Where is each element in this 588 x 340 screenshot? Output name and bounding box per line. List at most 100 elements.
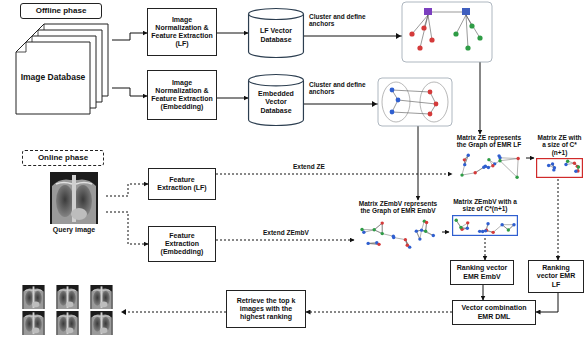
node-text: Feature Extraction (LF) — [152, 176, 212, 192]
drawing-part — [462, 8, 470, 15]
xray-picture — [50, 172, 98, 224]
drawing-part — [90, 285, 112, 309]
graph-network — [536, 158, 583, 178]
drawing-part — [466, 15, 468, 48]
drawing-part — [453, 23, 482, 50]
connector — [442, 232, 449, 233]
graph-vertex — [500, 223, 503, 226]
graph-vertex — [392, 234, 395, 237]
phase-label: Offline phase — [20, 3, 102, 19]
drawing-part — [396, 98, 401, 103]
cylinder-body — [249, 14, 304, 58]
drawing-part — [56, 311, 78, 335]
node-text: Image Normalization & Feature Extraction… — [151, 79, 213, 111]
graph-vertex — [498, 159, 501, 162]
connector — [216, 240, 354, 241]
graph-vertex — [574, 170, 577, 173]
page-stack — [12, 24, 112, 116]
graph-link — [382, 234, 393, 237]
connector — [112, 33, 147, 40]
drawing-part — [22, 311, 44, 335]
connector — [217, 33, 248, 34]
drawing-part — [390, 110, 395, 115]
node-text: Embedded Vector Database — [251, 90, 301, 114]
graph-vertex — [512, 223, 515, 226]
edge-label: Extend ZEmbV — [262, 229, 310, 236]
graph-link — [500, 158, 518, 160]
edge-label: Extend ZE — [292, 163, 326, 170]
graph-vertex — [552, 169, 555, 172]
drawing-part — [56, 285, 78, 309]
graph-vertex — [467, 153, 470, 156]
drawing-part — [420, 15, 428, 48]
cluster-graph-lf — [396, 2, 492, 62]
cylinder-top — [249, 75, 304, 86]
graph-vertex — [498, 156, 501, 159]
graph-vertex — [515, 176, 518, 179]
page-fold — [16, 42, 26, 52]
node-text: Online phase — [38, 153, 88, 162]
drawing-part — [392, 90, 436, 114]
edge-label: Cluster and define anchors — [308, 13, 382, 28]
drawing-part — [465, 45, 470, 50]
cylinder-body — [249, 80, 304, 125]
connector — [106, 212, 148, 244]
graph-vertex — [415, 229, 418, 232]
graph-vertex — [491, 164, 494, 167]
graph-link — [394, 237, 406, 239]
drawing-part — [409, 31, 414, 36]
node-text: Query image — [53, 226, 95, 234]
drawing-part — [121, 309, 126, 315]
node-text: LF Vector Database — [251, 27, 301, 43]
xray-image — [50, 172, 98, 224]
graph-vertex — [466, 221, 469, 224]
graph-vertex — [478, 230, 481, 233]
graph-vertex — [564, 163, 567, 166]
graph-network — [452, 215, 518, 236]
node-text: Image Normalization & Feature Extraction… — [151, 16, 213, 48]
drawing-part — [434, 102, 439, 107]
drawing-part — [378, 78, 452, 126]
graph-link — [502, 224, 514, 225]
drawing-part — [398, 100, 436, 104]
database-cylinder: Embedded Vector Database — [248, 74, 304, 126]
drawing-part — [372, 101, 377, 107]
cylinder-top — [249, 9, 304, 20]
node-text: Feature Extraction (Embedding) — [152, 232, 212, 256]
drawing-part — [409, 25, 434, 50]
graph-vertex — [507, 228, 510, 231]
graph-link — [500, 161, 517, 178]
drawing-part — [456, 15, 466, 34]
graph-vertex — [459, 226, 462, 229]
page — [16, 42, 90, 114]
graph-vertex — [466, 227, 469, 230]
matrix-frame — [453, 216, 518, 236]
graph-network — [454, 151, 524, 181]
node-text: Ranking vector EMR LF — [532, 264, 580, 288]
graph-vertex — [486, 222, 489, 225]
node-text: Offline phase — [36, 6, 87, 15]
node-text: Matrix ZE represents the Graph of EMR LF — [453, 134, 525, 149]
graph-vertex — [381, 221, 384, 224]
retrieve-box: Retrieve the top k images with the highe… — [226, 290, 306, 328]
graph-vertex — [420, 228, 423, 231]
edge-label: Cluster and define anchors — [308, 81, 374, 96]
process-box: Feature Extraction (Embedding) — [148, 226, 216, 262]
drawing-part — [421, 25, 426, 30]
drawing-part — [477, 35, 482, 40]
graph-vertex — [455, 219, 458, 222]
connector — [106, 184, 148, 196]
drawing-part — [428, 90, 439, 117]
drawing-part — [424, 8, 432, 15]
drawing-part — [126, 312, 226, 313]
drawing-part — [429, 37, 434, 42]
node-text: Matrix ZE with a size of C*(n+1) — [535, 134, 584, 156]
ranking-box: Ranking vector EMR EmbV — [450, 260, 514, 285]
drawing-part — [466, 15, 480, 38]
graph-vertex — [547, 164, 550, 167]
drawing-part — [22, 285, 44, 309]
drawing-part — [392, 112, 430, 114]
drawing-part — [417, 45, 422, 50]
node-text: Matrix ZEmbV represents the Graph of EMR… — [355, 200, 441, 215]
